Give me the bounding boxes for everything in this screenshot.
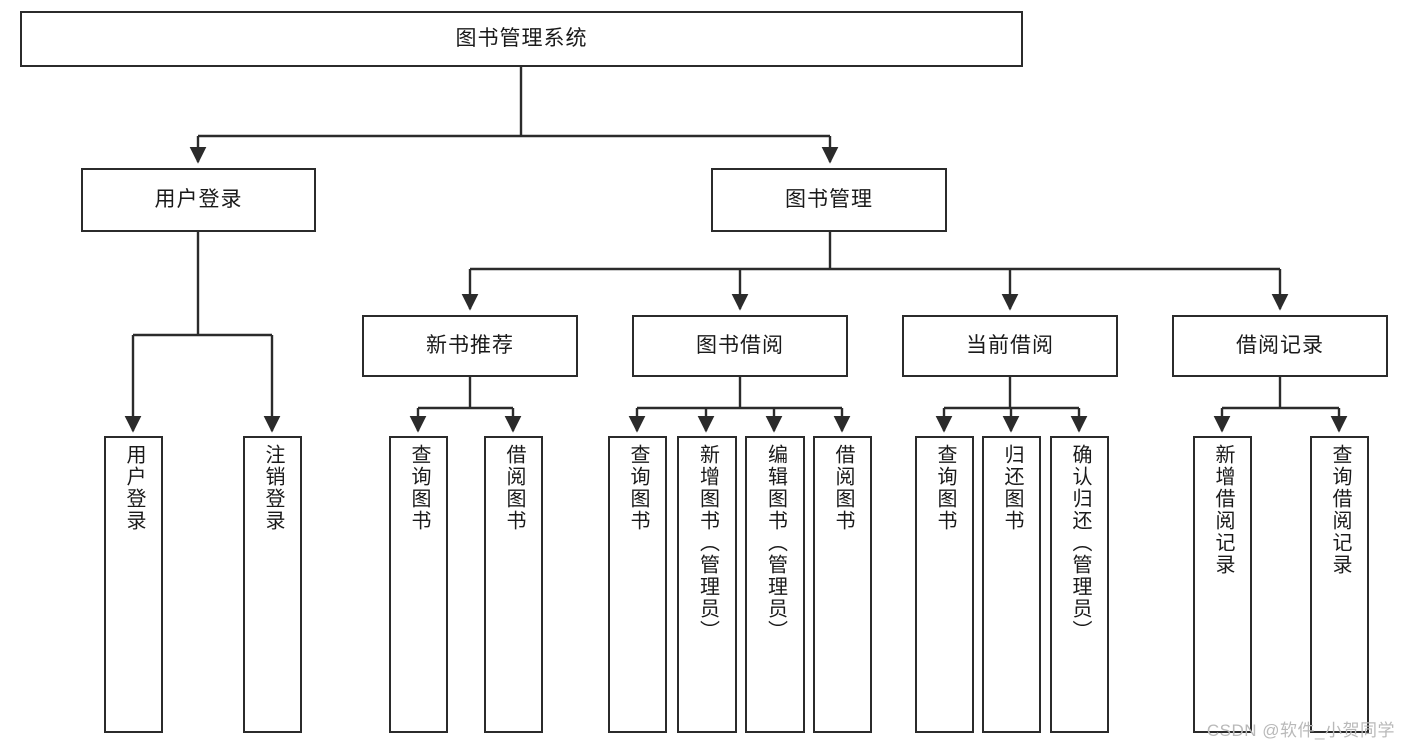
node-leaf-query-book-2-label: 查询图书 bbox=[627, 444, 649, 532]
node-user-login-label: 用户登录 bbox=[154, 188, 243, 212]
node-current-borrow-label: 当前借阅 bbox=[966, 334, 1054, 358]
node-leaf-add-book[interactable]: 新增图书（管理员） bbox=[677, 436, 737, 733]
node-root-label: 图书管理系统 bbox=[455, 27, 588, 51]
node-root[interactable]: 图书管理系统 bbox=[20, 11, 1023, 67]
node-leaf-user-login-label: 用户登录 bbox=[123, 444, 145, 532]
node-borrow-record-label: 借阅记录 bbox=[1236, 334, 1324, 358]
node-book-management-label: 图书管理 bbox=[785, 188, 873, 212]
node-user-login[interactable]: 用户登录 bbox=[81, 168, 316, 232]
node-leaf-edit-book-label: 编辑图书（管理员） bbox=[764, 444, 787, 642]
node-leaf-query-record-label: 查询借阅记录 bbox=[1329, 444, 1351, 576]
node-new-book-recommend[interactable]: 新书推荐 bbox=[362, 315, 578, 377]
node-leaf-return-book[interactable]: 归还图书 bbox=[982, 436, 1041, 733]
node-leaf-borrow-book-1-label: 借阅图书 bbox=[503, 444, 525, 532]
node-leaf-query-book-3-label: 查询图书 bbox=[934, 444, 956, 532]
node-borrow-record[interactable]: 借阅记录 bbox=[1172, 315, 1388, 377]
node-leaf-add-book-label: 新增图书（管理员） bbox=[696, 444, 719, 642]
node-leaf-logout-label: 注销登录 bbox=[262, 444, 284, 532]
node-leaf-return-book-label: 归还图书 bbox=[1001, 444, 1023, 532]
node-leaf-borrow-book-2[interactable]: 借阅图书 bbox=[813, 436, 872, 733]
node-new-book-recommend-label: 新书推荐 bbox=[426, 334, 514, 358]
node-leaf-user-login[interactable]: 用户登录 bbox=[104, 436, 163, 733]
node-book-borrow-label: 图书借阅 bbox=[696, 334, 784, 358]
node-current-borrow[interactable]: 当前借阅 bbox=[902, 315, 1118, 377]
node-leaf-edit-book[interactable]: 编辑图书（管理员） bbox=[745, 436, 805, 733]
node-leaf-query-book-3[interactable]: 查询图书 bbox=[915, 436, 974, 733]
node-leaf-query-book-2[interactable]: 查询图书 bbox=[608, 436, 667, 733]
node-leaf-query-record[interactable]: 查询借阅记录 bbox=[1310, 436, 1369, 733]
node-leaf-borrow-book-1[interactable]: 借阅图书 bbox=[484, 436, 543, 733]
node-leaf-confirm-return-label: 确认归还（管理员） bbox=[1069, 444, 1091, 642]
node-book-borrow[interactable]: 图书借阅 bbox=[632, 315, 848, 377]
node-leaf-borrow-book-2-label: 借阅图书 bbox=[832, 444, 854, 532]
node-leaf-confirm-return[interactable]: 确认归还（管理员） bbox=[1050, 436, 1109, 733]
node-leaf-add-record[interactable]: 新增借阅记录 bbox=[1193, 436, 1252, 733]
node-leaf-query-book-1-label: 查询图书 bbox=[408, 444, 430, 532]
node-leaf-add-record-label: 新增借阅记录 bbox=[1212, 444, 1234, 576]
node-leaf-logout[interactable]: 注销登录 bbox=[243, 436, 302, 733]
node-book-management[interactable]: 图书管理 bbox=[711, 168, 947, 232]
node-leaf-query-book-1[interactable]: 查询图书 bbox=[389, 436, 448, 733]
watermark: CSDN @软件_小贺同学 bbox=[1206, 721, 1395, 740]
